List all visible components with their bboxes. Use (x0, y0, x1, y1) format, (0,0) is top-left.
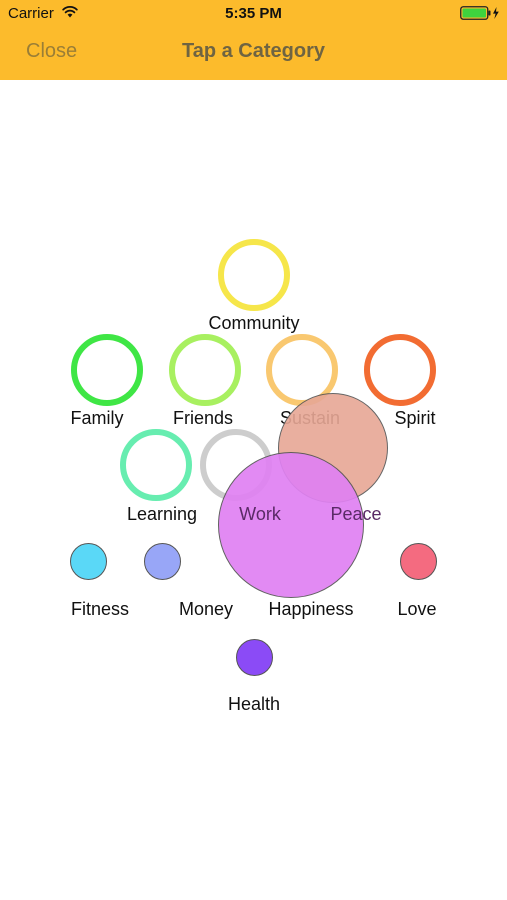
category-health-label: Health (227, 694, 281, 714)
category-family-circle[interactable] (71, 334, 143, 406)
category-money-dot[interactable] (144, 543, 181, 580)
category-learning-circle[interactable] (120, 429, 192, 501)
category-family-label: Family (70, 408, 124, 428)
charging-bolt-icon (493, 7, 499, 19)
category-fitness-dot[interactable] (70, 543, 107, 580)
category-canvas: Community Family Friends Sustain Spirit … (0, 80, 507, 900)
battery-icon (460, 6, 499, 20)
nav-bar: Close Tap a Category (0, 28, 507, 80)
category-work-label: Work (239, 504, 281, 524)
category-spirit-label: Spirit (394, 408, 436, 428)
category-learning-label: Learning (126, 504, 198, 524)
status-bar: Carrier 5:35 PM (0, 0, 507, 28)
category-happiness-label: Happiness (268, 599, 354, 619)
category-community-label: Community (208, 313, 300, 333)
clock: 5:35 PM (225, 5, 282, 22)
wifi-icon (62, 5, 78, 18)
category-friends-label: Friends (172, 408, 234, 428)
carrier-label: Carrier (8, 5, 54, 22)
category-fitness-label: Fitness (70, 599, 130, 619)
category-spirit-circle[interactable] (364, 334, 436, 406)
category-money-label: Money (178, 599, 234, 619)
category-friends-circle[interactable] (169, 334, 241, 406)
category-happiness-bubble[interactable] (218, 452, 364, 598)
close-button[interactable]: Close (26, 40, 78, 62)
category-love-dot[interactable] (400, 543, 437, 580)
category-community-circle[interactable] (218, 239, 290, 311)
category-love-label: Love (397, 599, 437, 619)
category-health-dot[interactable] (236, 639, 273, 676)
top-bar: Carrier 5:35 PM Close Tap a Category (0, 0, 507, 80)
category-peace-label: Peace (330, 504, 382, 524)
